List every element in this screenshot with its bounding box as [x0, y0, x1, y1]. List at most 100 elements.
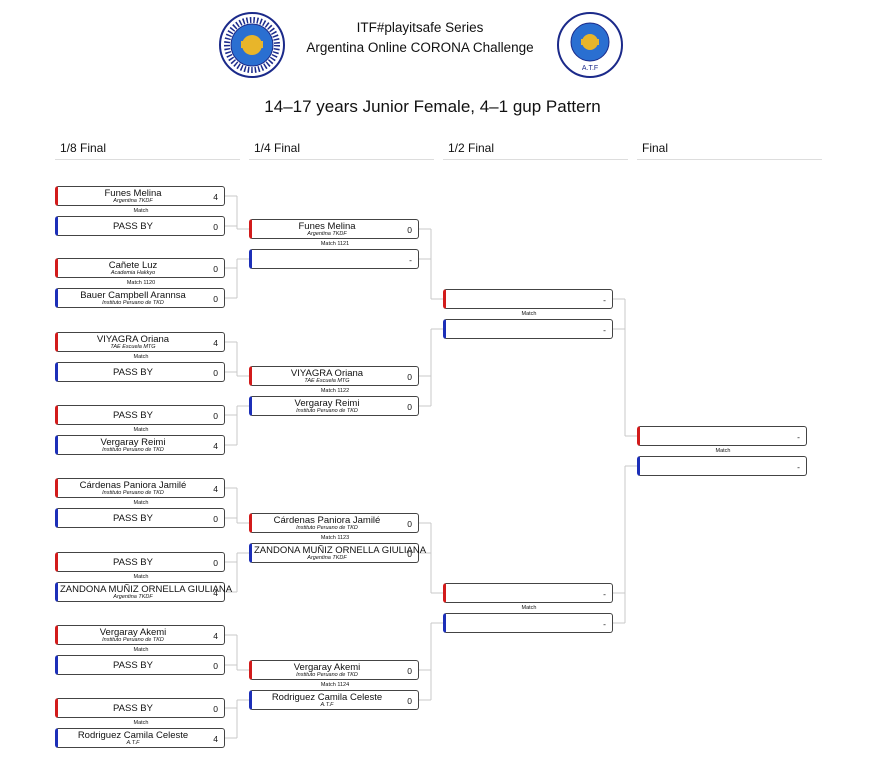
competitor-score: 4: [213, 484, 218, 494]
competitor-name: Vergaray Reimi: [294, 398, 360, 409]
competitor-card-red[interactable]: -: [637, 426, 807, 446]
competitor-score: -: [409, 255, 412, 265]
match-label: Match: [521, 605, 537, 611]
competitor-score: 0: [213, 294, 218, 304]
competitor-score: 0: [213, 558, 218, 568]
series-title: ITF#playitsafe Series: [356, 20, 484, 35]
competitor-card-blue[interactable]: -: [443, 613, 613, 633]
match-label: Match: [133, 720, 149, 726]
match-label: Match 1122: [320, 388, 350, 394]
competitor-score: 0: [213, 514, 218, 524]
competitor-club: Instituto Peruano de TKD: [102, 637, 164, 643]
competitor-name: Vergaray Reimi: [100, 437, 166, 448]
competitor-club: Argentina TKDF: [113, 198, 153, 204]
competitor-name: PASS BY: [113, 513, 153, 524]
competitor-card-blue[interactable]: PASS BY 0: [55, 216, 225, 236]
competitor-name: PASS BY: [113, 557, 153, 568]
competitor-name: PASS BY: [113, 221, 153, 232]
competitor-score: -: [603, 295, 606, 305]
competitor-score: 4: [213, 588, 218, 598]
competitor-score: 0: [213, 222, 218, 232]
match-label: Match 1123: [320, 535, 350, 541]
competitor-card-red[interactable]: PASS BY 0: [55, 552, 225, 572]
competitor-score: 0: [213, 704, 218, 714]
competitor-club: Instituto Peruano de TKD: [102, 300, 164, 306]
svg-text:A.T.F: A.T.F: [582, 65, 598, 72]
competitor-name: ZANDONA MUÑIZ ORNELLA GIULIANA: [60, 584, 233, 595]
competitor-card-blue[interactable]: -: [249, 249, 419, 269]
competitor-card-blue[interactable]: -: [637, 456, 807, 476]
competitor-name: VIYAGRA Oriana: [96, 334, 170, 345]
competitor-score: -: [797, 462, 800, 472]
competitor-card-red[interactable]: PASS BY 0: [55, 405, 225, 425]
competitor-club: Argentina TKDF: [113, 594, 153, 600]
event-title: Argentina Online CORONA Challenge: [306, 40, 534, 55]
competitor-name: PASS BY: [113, 410, 153, 421]
competitor-score: 0: [407, 372, 412, 382]
competitor-score: 0: [213, 411, 218, 421]
competitor-card-blue[interactable]: PASS BY 0: [55, 508, 225, 528]
competitor-club: Argentina TKDF: [307, 231, 347, 237]
competitor-score: 0: [407, 549, 412, 559]
match-label: Match: [133, 500, 149, 506]
match-label: Match 1124: [320, 682, 350, 688]
competitor-score: 0: [407, 519, 412, 529]
competitor-card-blue[interactable]: -: [443, 319, 613, 339]
competitor-name: Cárdenas Paniora Jamilé: [273, 515, 381, 526]
competitor-score: -: [603, 325, 606, 335]
competitor-card-red[interactable]: -: [443, 289, 613, 309]
competitor-score: 4: [213, 734, 218, 744]
competitor-name: Cañete Luz: [108, 260, 158, 271]
competitor-score: 0: [407, 666, 412, 676]
competitor-score: 0: [407, 402, 412, 412]
competitor-name: Rodriguez Camila Celeste: [271, 692, 383, 703]
competitor-name: PASS BY: [113, 367, 153, 378]
match-label: Match: [521, 311, 537, 317]
competitor-club: Instituto Peruano de TKD: [296, 525, 358, 531]
competitor-name: Vergaray Akemi: [99, 627, 167, 638]
round-label-eighth: 1/8 Final: [55, 139, 240, 160]
competitor-score: 0: [213, 661, 218, 671]
competitor-name: Rodriguez Camila Celeste: [77, 730, 189, 741]
competitor-score: 0: [407, 696, 412, 706]
competitor-club: Instituto Peruano de TKD: [296, 672, 358, 678]
header: ITF#playitsafe Series Argentina Online C…: [0, 0, 883, 90]
competitor-club: Instituto Peruano de TKD: [102, 447, 164, 453]
competitor-club: TAE Escuela MTG: [304, 378, 350, 384]
competitor-score: 4: [213, 441, 218, 451]
match-label: Match: [133, 647, 149, 653]
competitor-name: Vergaray Akemi: [293, 662, 361, 673]
competitor-card-red[interactable]: -: [443, 583, 613, 603]
competitor-score: 0: [407, 225, 412, 235]
match-label: Match: [133, 574, 149, 580]
competitor-name: ZANDONA MUÑIZ ORNELLA GIULIANA: [254, 545, 427, 556]
competitor-club: Argentina TKDF: [307, 555, 347, 561]
competitor-score: 4: [213, 192, 218, 202]
competitor-score: 4: [213, 338, 218, 348]
match-label: Match 1121: [320, 241, 350, 247]
itf-logo-right: A.T.F: [557, 12, 623, 78]
match-label: Match: [715, 448, 731, 454]
division-title: 14–17 years Junior Female, 4–1 gup Patte…: [264, 97, 601, 116]
competitor-club: Instituto Peruano de TKD: [296, 408, 358, 414]
